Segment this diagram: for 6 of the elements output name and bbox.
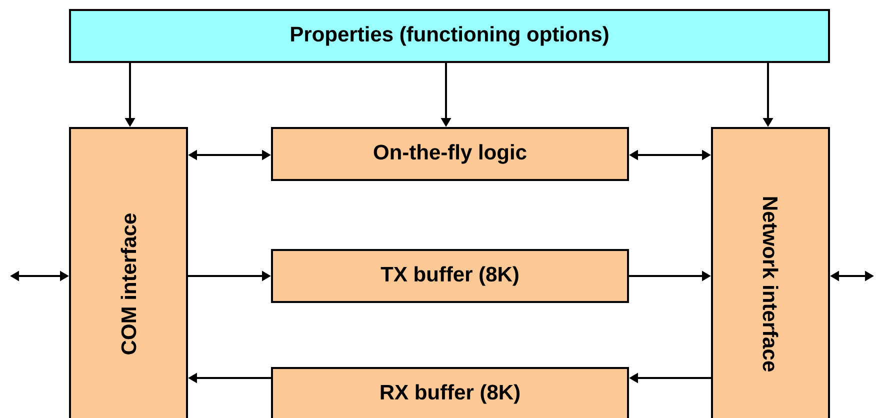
process-box: On-the-fly logic [271, 127, 629, 181]
interface-box: Network interface [711, 127, 830, 418]
interface-box: COM interface [69, 127, 188, 418]
process-box: TX buffer (8K) [271, 249, 629, 303]
title-box: Properties (functioning options) [69, 9, 830, 63]
process-box: RX buffer (8K) [271, 367, 629, 418]
